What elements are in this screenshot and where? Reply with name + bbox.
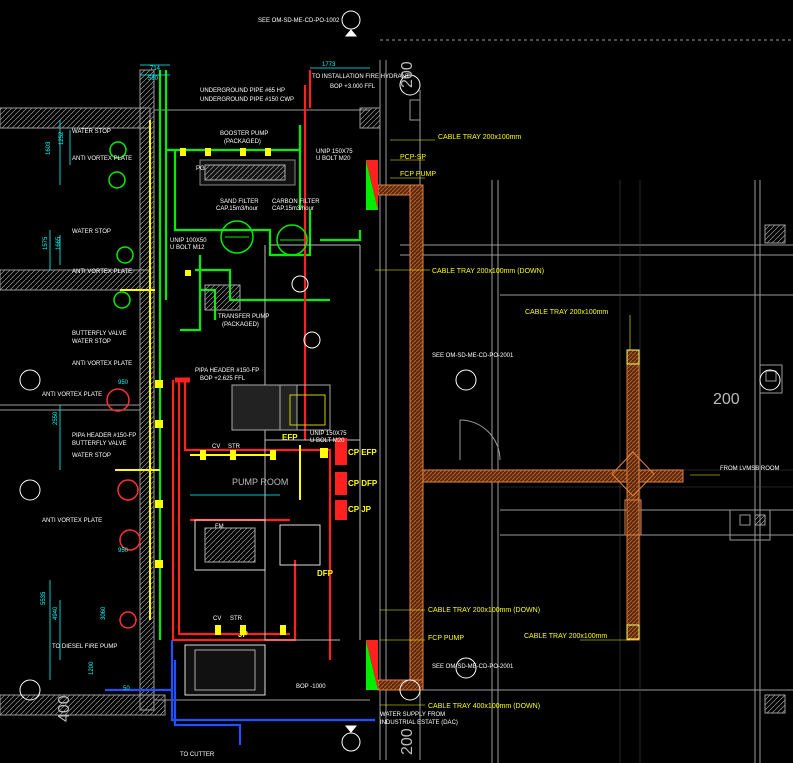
tray-6-label: CABLE TRAY 400x100mm (DOWN) <box>428 703 540 710</box>
str-label-1: STR <box>228 444 241 450</box>
fire-hydrant-bop: BOP +3.000 FFL <box>330 84 376 90</box>
anti-vortex-5: ANTI VORTEX PLATE <box>42 518 102 524</box>
pg-label: PG <box>196 166 205 172</box>
butterfly-valve-2: BUTTERFLY VALVE <box>72 441 127 447</box>
water-stop-3: WATER STOP <box>72 339 111 345</box>
anti-vortex-4: ANTI VORTEX PLATE <box>42 392 102 398</box>
ref-mid-label: SEE OM-SD-ME-CD-PO-2001 <box>432 353 514 359</box>
pipa-header-1b: BOP +2.625 FFL <box>200 376 246 382</box>
cp-efp-label: CP EFP <box>348 448 377 457</box>
pcp-sp-label: PCP-SP <box>400 154 426 161</box>
control-panels <box>335 160 378 690</box>
dimension-lines <box>49 64 370 680</box>
walls <box>0 39 793 763</box>
dim-560: 560 <box>148 76 159 82</box>
cable-trays <box>377 184 684 691</box>
carbon-filter-label: CARBON FILTER <box>272 199 320 205</box>
unip-2-label: UNIP 100X50 <box>170 238 207 244</box>
water-stop-2: WATER STOP <box>72 229 111 235</box>
sand-filter-cap: CAP.15m3/hour <box>216 206 258 212</box>
tray-4-label: CABLE TRAY 200x100mm (DOWN) <box>428 607 540 614</box>
dim-50: 50 <box>123 686 130 692</box>
dim-5535: 5535 <box>41 591 47 605</box>
dim-950b: 950 <box>118 548 129 554</box>
cp-jp-label: CP JP <box>348 505 372 514</box>
pipa-header-1: PIPA HEADER #150-FP <box>195 368 259 374</box>
carbon-filter-cap: CAP.15m3/hour <box>272 206 314 212</box>
anti-vortex-2: ANTI VORTEX PLATE <box>72 269 132 275</box>
equipment <box>106 141 331 696</box>
cv-label-2: CV <box>213 616 221 622</box>
dim-4940: 4940 <box>53 606 59 620</box>
from-lvmsb-label: FROM LVMSB ROOM <box>720 466 780 472</box>
booster-pump-sub: (PACKAGED) <box>224 139 261 145</box>
labels: SEE OM-SD-ME-CD-PO-1002 TO INSTALLATION … <box>41 18 780 758</box>
dim-200-top: 200 <box>399 61 416 88</box>
dim-1603: 1603 <box>46 141 52 155</box>
fm-label: FM <box>215 524 224 530</box>
dim-1575: 1575 <box>43 236 49 250</box>
water-supply-label: WATER SUPPLY FROM <box>380 712 445 718</box>
efp-label: EFP <box>282 433 298 442</box>
valves <box>155 148 328 635</box>
unip-1b-label: U BOLT M20 <box>316 156 351 162</box>
dim-400: 400 <box>56 695 73 722</box>
unip-3-label: UNIP 150X75 <box>310 431 347 437</box>
dim-2550: 2550 <box>53 411 59 425</box>
dim-200-bot: 200 <box>399 728 416 755</box>
tray-5-label: CABLE TRAY 200x100mm <box>524 633 607 640</box>
ref-bot-label: SEE OM-SD-ME-CD-PO-2001 <box>432 664 514 670</box>
unip-1-label: UNIP 150X75 <box>316 149 353 155</box>
diesel-label: TO DIESEL FIRE PUMP <box>52 644 117 650</box>
dim-1200: 1200 <box>89 661 95 675</box>
anti-vortex-3: ANTI VORTEX PLATE <box>72 361 132 367</box>
fcp-pump-top-label: FCP PUMP <box>400 171 436 178</box>
water-stop-1: WATER STOP <box>72 129 111 135</box>
booster-pump-label: BOOSTER PUMP <box>220 131 268 137</box>
tray-3-label: CABLE TRAY 200x100mm <box>525 309 608 316</box>
fire-hydrant-label: TO INSTALLATION FIRE HYDRANT <box>312 74 410 80</box>
cv-label-1: CV <box>212 444 220 450</box>
transfer-pump-label: TRANSFER PUMP <box>218 314 269 320</box>
dim-1252: 1252 <box>59 131 65 145</box>
fcp-pump-bot-label: FCP PUMP <box>428 635 464 642</box>
dim-950a: 950 <box>118 380 129 386</box>
sand-filter-label: SAND FILTER <box>220 199 259 205</box>
pipes <box>105 70 375 745</box>
leader-lines <box>375 139 720 706</box>
dim-200-right: 200 <box>713 391 740 408</box>
str-label-2: STR <box>230 616 243 622</box>
bop-minus-label: BOP -1000 <box>296 684 326 690</box>
tray-2-label: CABLE TRAY 200x100mm (DOWN) <box>432 268 544 275</box>
dim-1773: 1773 <box>322 62 336 68</box>
pipa-header-2: PIPA HEADER #150-FP <box>72 433 136 439</box>
room-label: PUMP ROOM <box>232 477 288 487</box>
tray-1-label: CABLE TRAY 200x100mm <box>438 134 521 141</box>
unip-3b-label: U BOLT M20 <box>310 438 345 444</box>
cutter-label: TO CUTTER <box>180 752 215 758</box>
dim-714: 714 <box>150 66 161 72</box>
underground-2-label: UNDERGROUND PIPE #150 CWP <box>200 97 294 103</box>
water-supply-b: INDUSTRIAL ESTATE (DAC) <box>380 720 458 726</box>
dim-1665: 1665 <box>56 236 62 250</box>
transfer-pump-sub: (PACKAGED) <box>222 322 259 328</box>
section-markers <box>19 10 781 752</box>
anti-vortex-1: ANTI VORTEX PLATE <box>72 156 132 162</box>
water-stop-4: WATER STOP <box>72 453 111 459</box>
cp-dfp-label: CP DFP <box>348 479 378 488</box>
ref-top-label: SEE OM-SD-ME-CD-PO-1002 <box>258 18 340 24</box>
unip-2b-label: U BOLT M12 <box>170 245 205 251</box>
dfp-label: DFP <box>317 569 334 578</box>
underground-1-label: UNDERGROUND PIPE #65 HP <box>200 88 285 94</box>
jp-label: JP <box>238 630 248 639</box>
dim-3060: 3060 <box>101 606 107 620</box>
butterfly-valve-1: BUTTERFLY VALVE <box>72 331 127 337</box>
